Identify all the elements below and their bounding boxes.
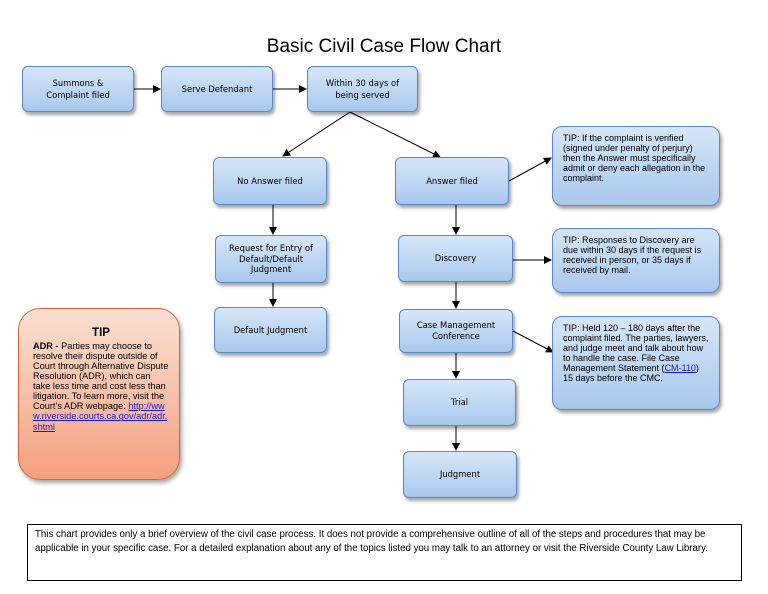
node-within-30-days: Within 30 days of being served (307, 66, 418, 112)
tip-answer-verified: TIP: If the complaint is verified (signe… (552, 126, 720, 206)
adr-tip-box: TIP ADR - Parties may choose to resolve … (18, 308, 180, 480)
tip-discovery-responses: TIP: Responses to Discovery are due with… (552, 228, 720, 293)
node-default-judgment: Default Judgment (214, 307, 327, 353)
arrow-within30-to-no-answer (282, 111, 351, 157)
adr-webpage-link[interactable]: http://www.riverside.courts.ca.gov/adr/a… (33, 401, 168, 432)
node-summons-complaint-filed: Summons & Complaint filed (22, 66, 134, 112)
node-no-answer-filed: No Answer filed (213, 157, 327, 205)
node-answer-filed: Answer filed (395, 157, 509, 205)
tip-cmc-text-end: ) 15 days before the CMC. (563, 363, 699, 384)
node-serve-defendant: Serve Defendant (161, 66, 273, 112)
adr-lead: ADR - (33, 340, 59, 351)
adr-tip-text: ADR - Parties may choose to resolve thei… (33, 341, 169, 432)
tip-cmc-text: TIP: Held 120 – 180 days after the compl… (563, 323, 709, 374)
node-case-management-conference: Case Management Conference (399, 309, 513, 353)
node-judgment: Judgment (403, 451, 517, 498)
arrow-within30-to-answer (349, 111, 441, 158)
adr-tip-heading: TIP (92, 327, 110, 339)
cm-110-link[interactable]: CM-110 (664, 363, 696, 374)
node-discovery: Discovery (398, 235, 513, 282)
node-trial: Trial (403, 379, 516, 426)
arrow-answer-to-tip (508, 157, 552, 182)
disclaimer-box: This chart provides only a brief overvie… (27, 524, 742, 581)
arrow-cmc-to-tip (512, 330, 554, 353)
chart-title: Basic Civil Case Flow Chart (266, 36, 502, 57)
adr-body: Parties may choose to resolve their disp… (33, 340, 169, 412)
node-request-entry-default: Request for Entry of Default/Default Jud… (215, 235, 327, 283)
tip-case-management: TIP: Held 120 – 180 days after the compl… (552, 316, 720, 410)
